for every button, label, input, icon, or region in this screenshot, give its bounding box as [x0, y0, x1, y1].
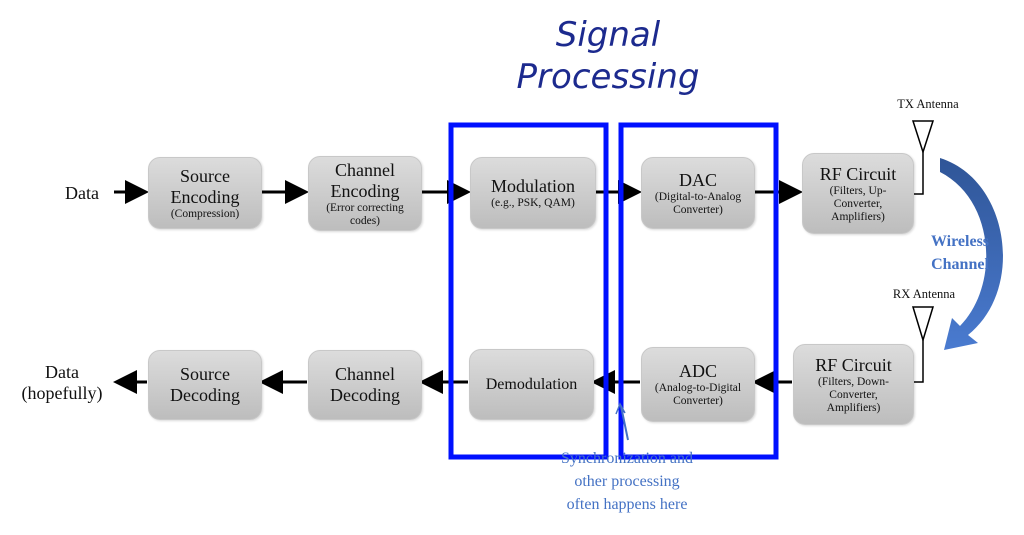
- wireless-channel-arrow-icon: [940, 158, 1003, 350]
- block-title: Source Decoding: [170, 364, 240, 405]
- dac-block: DAC (Digital-to-Analog Converter): [641, 157, 755, 229]
- source-decoding-block: Source Decoding: [148, 350, 262, 420]
- rx-antenna-icon: [911, 306, 935, 383]
- note-line-2: other processing: [574, 473, 680, 490]
- output-line-2: (hopefully): [21, 383, 103, 403]
- diagram-title: Signal Processing: [470, 14, 746, 98]
- block-title: RF Circuit: [815, 354, 892, 375]
- converter-highlight-box: [618, 122, 779, 460]
- note-line-3: often happens here: [566, 496, 688, 513]
- channel-line-1: Wireless: [930, 233, 990, 250]
- block-subtitle: (Error correcting codes): [326, 201, 404, 227]
- data-input-label: Data: [65, 183, 99, 203]
- channel-decoding-block: Channel Decoding: [308, 350, 422, 420]
- block-title: Source Encoding: [170, 165, 240, 207]
- tx-antenna-icon: [911, 120, 935, 195]
- modulation-highlight-box: [448, 122, 609, 460]
- title-line-2: Processing: [516, 57, 700, 97]
- block-title: ADC: [678, 361, 717, 381]
- wireless-channel-label: Wireless Channel: [916, 230, 1004, 276]
- block-title: Demodulation: [485, 376, 578, 393]
- block-title: Channel Decoding: [330, 364, 400, 405]
- note-pointer-arrow-icon: [620, 405, 629, 441]
- source-encoding-block: Source Encoding (Compression): [148, 157, 262, 229]
- demodulation-block: Demodulation: [469, 349, 594, 420]
- note-line-1: Synchronization and: [561, 450, 693, 467]
- title-line-1: Signal: [555, 15, 661, 55]
- adc-block: ADC (Analog-to-Digital Converter): [641, 347, 755, 422]
- channel-encoding-block: Channel Encoding (Error correcting codes…: [308, 156, 422, 231]
- block-subtitle: (Filters, Down-Converter, Amplifiers): [818, 375, 889, 414]
- data-output-label: Data (hopefully): [12, 362, 112, 404]
- block-title: RF Circuit: [819, 163, 897, 184]
- block-subtitle: (Digital-to-Analog Converter): [654, 190, 742, 216]
- processing-note: Synchronization and other processing oft…: [527, 447, 727, 516]
- output-line-1: Data: [45, 362, 79, 382]
- modulation-block: Modulation (e.g., PSK, QAM): [470, 157, 596, 229]
- tx-antenna-label: TX Antenna: [897, 97, 959, 111]
- rx-antenna-label: RX Antenna: [892, 287, 956, 301]
- block-subtitle: (e.g., PSK, QAM): [491, 197, 575, 209]
- block-subtitle: (Analog-to-Digital Converter): [654, 382, 742, 407]
- block-title: Modulation: [491, 176, 575, 196]
- channel-line-2: Channel: [931, 256, 989, 273]
- rf-circuit-rx-block: RF Circuit (Filters, Down-Converter, Amp…: [793, 344, 914, 425]
- block-title: Channel Encoding: [330, 159, 400, 201]
- block-subtitle: (Filters, Up-Converter, Amplifiers): [829, 184, 887, 223]
- block-subtitle: (Compression): [170, 207, 240, 220]
- rf-circuit-tx-block: RF Circuit (Filters, Up-Converter, Ampli…: [802, 153, 914, 234]
- block-title: DAC: [678, 169, 717, 190]
